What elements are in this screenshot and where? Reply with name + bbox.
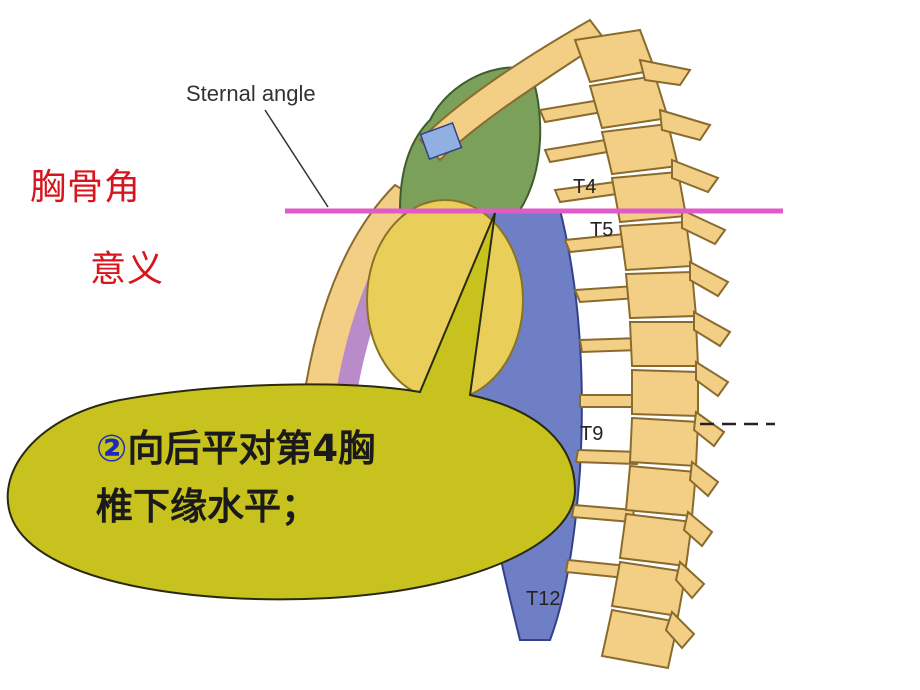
spinous-process (671, 158, 720, 194)
costal-cartilage (419, 122, 463, 160)
vertebra (610, 560, 688, 618)
spinous-process (693, 310, 732, 348)
vertebra (631, 368, 699, 418)
label-sternal-angle: Sternal angle (186, 81, 316, 106)
spinous-process (658, 108, 712, 142)
sternal-angle-leader (264, 109, 329, 208)
rib (574, 448, 640, 466)
vertebra (624, 270, 698, 320)
spinous-process (638, 58, 692, 87)
spinous-process (695, 360, 730, 398)
ribs (538, 98, 643, 580)
callout-bubble (6, 212, 577, 601)
spinous-processes (638, 58, 732, 650)
vertebra (624, 464, 698, 518)
title-line1: 胸骨角 (30, 167, 142, 208)
spinous-process (674, 560, 706, 600)
callout-line1: ②向后平对第4胸 (96, 420, 476, 478)
rib (538, 98, 604, 124)
vertebral-column (573, 28, 700, 670)
vertebra (618, 220, 694, 272)
callout-line2: 椎下缘水平； (96, 485, 318, 528)
spinous-process (681, 208, 727, 246)
label-t5: T5 (590, 219, 613, 241)
label-t9: T9 (580, 423, 603, 445)
label-t4: T4 (573, 176, 596, 198)
label-t12: T12 (526, 588, 560, 610)
spinous-process (664, 610, 696, 650)
circled-number: ② (96, 427, 128, 470)
spinous-process (689, 260, 730, 298)
vertebra (618, 512, 694, 568)
vertebra (628, 416, 700, 468)
rib (543, 138, 609, 164)
vertebra (588, 74, 670, 130)
title-line2: 意义 (90, 249, 165, 290)
spinous-process (682, 510, 714, 548)
vertebra (600, 608, 680, 670)
callout-line1-text: 向后平对第4胸 (127, 427, 376, 470)
spinous-process (692, 410, 726, 448)
vertebra (628, 321, 700, 367)
callout-text: ②向后平对第4胸 椎下缘水平； (96, 420, 476, 536)
spinous-process (688, 460, 720, 498)
